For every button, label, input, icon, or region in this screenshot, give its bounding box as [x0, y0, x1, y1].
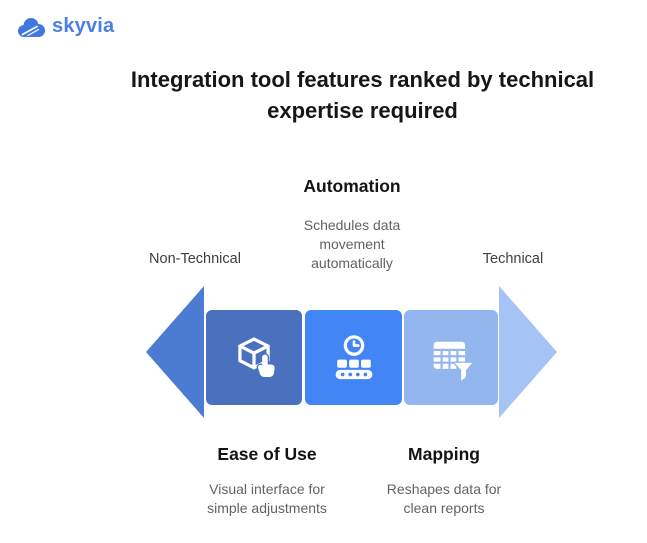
page-title-line2: expertise required [267, 98, 458, 123]
feature-box-ease-of-use [206, 310, 302, 405]
brand-wordmark: skyvia [52, 15, 115, 37]
feature-automation-heading: Automation [303, 176, 401, 196]
cube-tap-icon [238, 336, 276, 378]
page-title: Integration tool features ranked by tech… [78, 64, 647, 126]
feature-ease-of-use-caption: Visual interface for simple adjustments [207, 481, 327, 516]
feature-mapping-caption: Reshapes data for clean reports [386, 481, 502, 516]
cloud-icon [18, 17, 45, 37]
feature-ease-of-use-block: Ease of Use Visual interface for simple … [187, 444, 347, 518]
feature-ease-of-use-heading: Ease of Use [217, 444, 317, 464]
conveyor-clock-icon [335, 334, 372, 379]
table-filter-icon [433, 341, 474, 382]
feature-automation-block: Automation Schedules data movement autom… [252, 176, 452, 273]
scale-label-non-technical: Non-Technical [149, 251, 241, 267]
arrow-head-left [146, 286, 204, 418]
feature-mapping-block: Mapping Reshapes data for clean reports [364, 444, 524, 518]
page-title-line1: Integration tool features ranked by tech… [130, 67, 595, 92]
feature-box-automation [305, 310, 402, 405]
brand-logo[interactable]: skyvia [16, 15, 114, 38]
scale-label-technical: Technical [482, 251, 544, 267]
arrow-head-right [499, 286, 557, 418]
feature-mapping-heading: Mapping [408, 444, 480, 464]
feature-automation-caption: Schedules data movement automatically [303, 217, 401, 271]
feature-box-mapping [404, 310, 498, 405]
